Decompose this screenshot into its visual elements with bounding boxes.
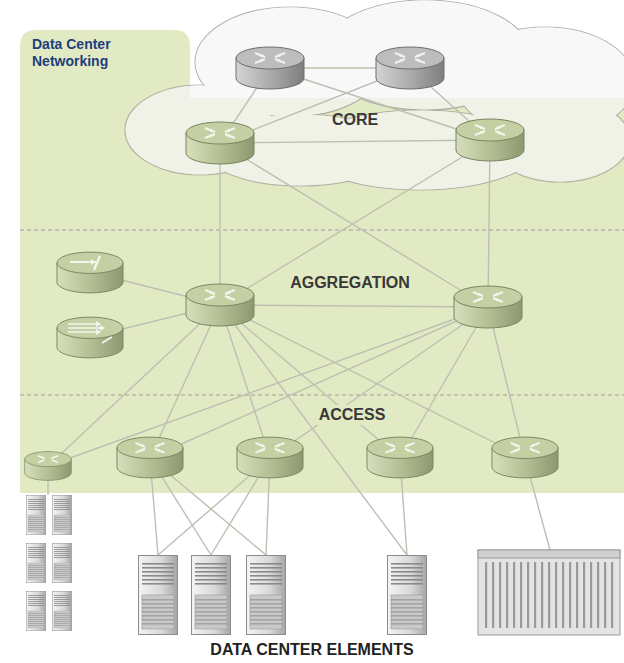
- panel-title: Data Center Networking: [32, 36, 144, 70]
- layer-label: AGGREGATION: [286, 273, 414, 293]
- router-icons: [25, 47, 558, 480]
- layer-band: AGGREGATION: [20, 230, 624, 395]
- layer-label: ACCESS: [315, 405, 390, 425]
- network-panel: Data Center NetworkingCORE AGGREGATION ACC…: [20, 30, 624, 493]
- appliance-icons: [57, 252, 123, 358]
- section-caption: DATA CENTER ELEMENTS: [210, 640, 413, 660]
- layer-label: CORE: [328, 110, 382, 130]
- label-holder: DATA CENTER ELEMENTS: [0, 0, 624, 20]
- network-links: [48, 68, 550, 555]
- layer-band: CORE: [20, 98, 624, 230]
- blade-chassis: [478, 550, 620, 635]
- layer-band: ACCESS: [20, 395, 624, 493]
- server-icons: [26, 495, 426, 634]
